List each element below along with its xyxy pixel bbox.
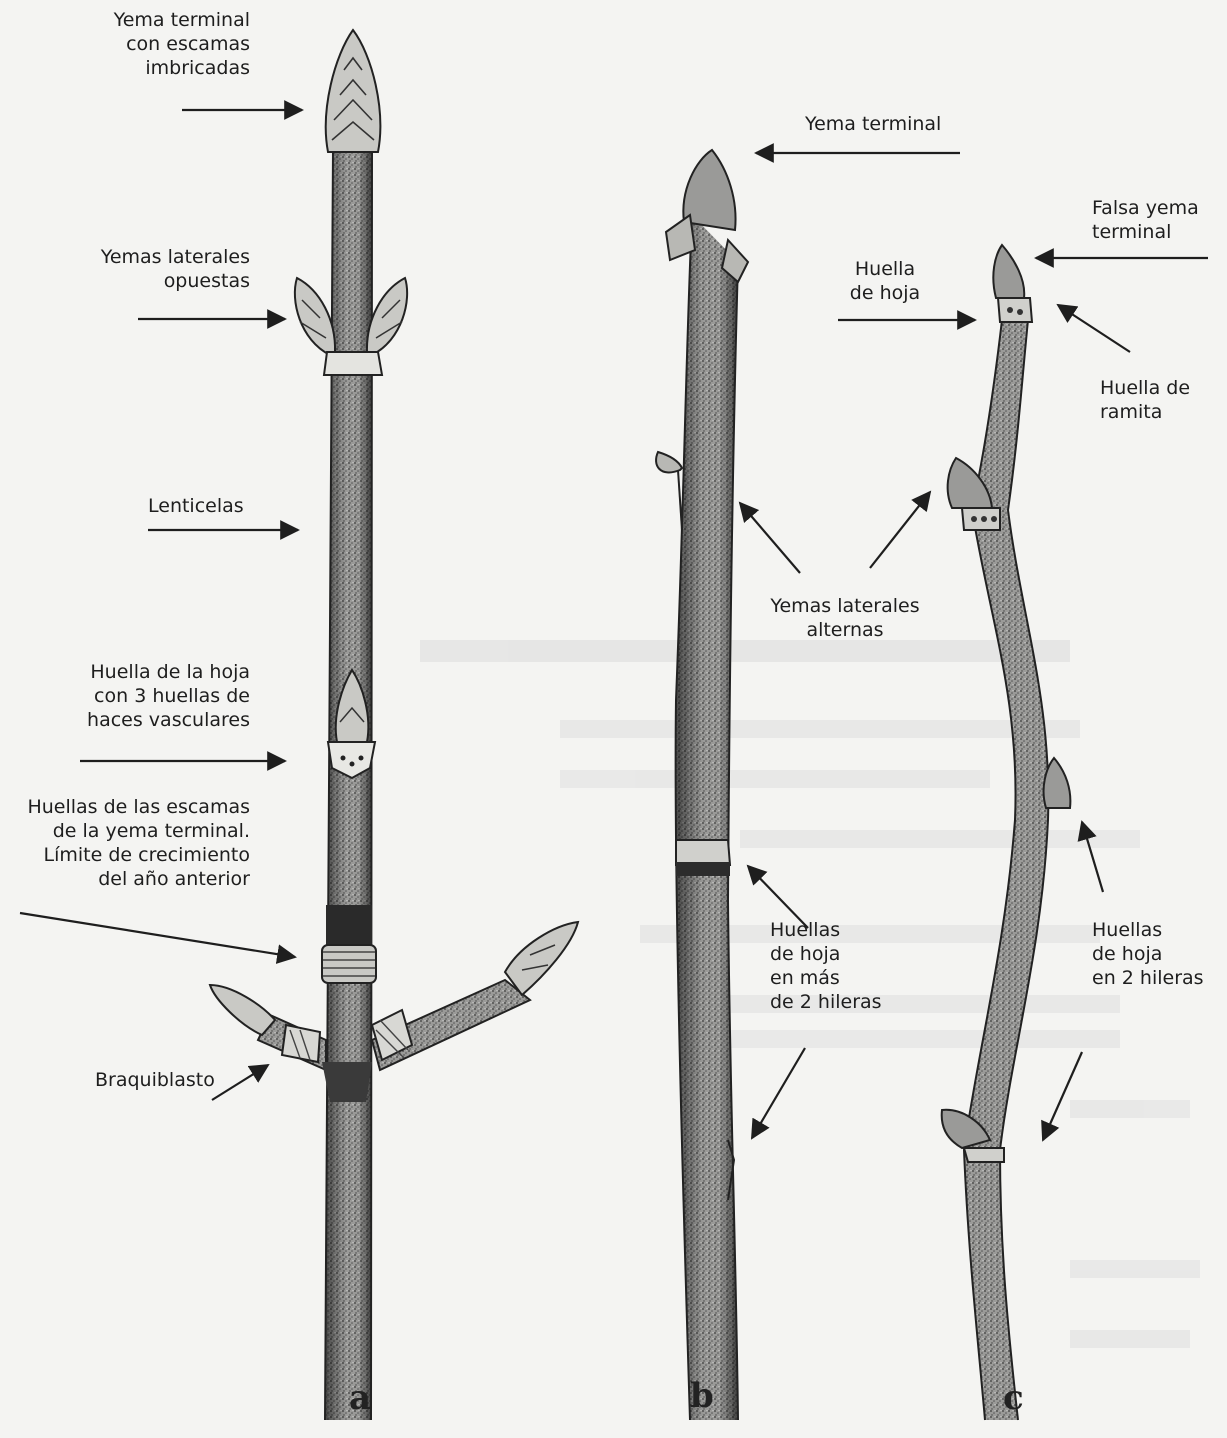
- arrow-huella-ramita: [1058, 305, 1130, 352]
- label-huella-hoja-c: Huella de hoja: [835, 257, 935, 305]
- spur-bud-right: [505, 922, 578, 995]
- label-lenticelas: Lenticelas: [148, 494, 244, 518]
- arrow-braquiblasto: [212, 1065, 268, 1100]
- lateral-bud-b1: [656, 452, 682, 472]
- label-braquiblasto: Braquiblasto: [95, 1068, 215, 1092]
- spur-bud-left: [210, 985, 275, 1035]
- label-yema-terminal-a: Yema terminal con escamas imbricadas: [114, 8, 250, 80]
- label-huellas-hoja-c: Huellas de hoja en 2 hileras: [1092, 918, 1204, 990]
- terminal-bud-a: [326, 30, 381, 152]
- label-huellas-escamas: Huellas de las escamas de la yema termin…: [27, 795, 250, 891]
- panel-label-c: c: [1003, 1378, 1024, 1418]
- label-yemas-laterales-a: Yemas laterales opuestas: [101, 245, 250, 293]
- lateral-bud-right: [367, 278, 407, 355]
- leaf-scar-b: [676, 840, 730, 865]
- label-yemas-laterales-alternas: Yemas laterales alternas: [760, 594, 930, 642]
- arrow-yemas-laterales-c: [870, 492, 930, 568]
- label-falsa-yema-terminal: Falsa yema terminal: [1092, 196, 1199, 244]
- arrow-yemas-laterales-b: [740, 503, 800, 573]
- lateral-bud-left: [295, 278, 335, 355]
- twig-a: [210, 30, 578, 1420]
- label-yema-terminal-b: Yema terminal: [805, 112, 941, 136]
- label-huella-hoja-a: Huella de la hoja con 3 huellas de haces…: [87, 660, 250, 732]
- arrow-huellas-escamas: [20, 913, 295, 957]
- label-huella-ramita: Huella de ramita: [1100, 376, 1190, 424]
- label-huellas-hoja-b: Huellas de hoja en más de 2 hileras: [770, 918, 882, 1014]
- false-terminal-bud: [993, 245, 1024, 298]
- panel-label-a: a: [349, 1378, 371, 1418]
- bud-scale-scars: [322, 945, 376, 983]
- arrow-huellas-hoja-c-down: [1043, 1052, 1082, 1140]
- arrow-huellas-hoja-b-down: [752, 1048, 805, 1138]
- panel-label-b: b: [690, 1376, 714, 1416]
